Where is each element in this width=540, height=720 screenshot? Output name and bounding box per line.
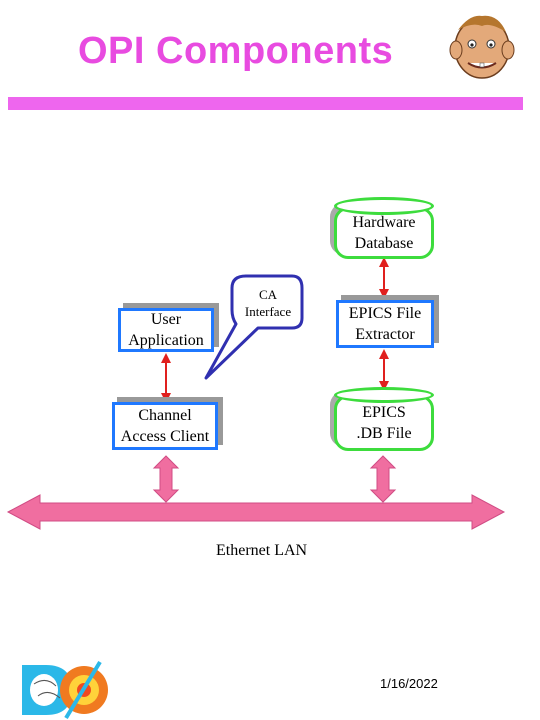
- user-application-line-1: User: [150, 311, 182, 328]
- user-app-to-channel-access-link: [161, 353, 171, 403]
- extractor-to-epics-db-link: [379, 349, 389, 391]
- hardware-database-top: [334, 197, 434, 215]
- dzero-logo-icon: [22, 660, 108, 720]
- page-title: OPI Components: [78, 30, 394, 72]
- user-application-node: User Application: [118, 308, 214, 352]
- channel-access-client-node: Channel Access Client: [112, 402, 218, 450]
- channel-access-lan-link: [152, 455, 180, 503]
- user-application-line-2: Application: [128, 332, 204, 349]
- epics-file-extractor-line-1: EPICS File: [348, 305, 422, 322]
- epics-db-file-line-1: EPICS: [362, 404, 406, 421]
- hardware-db-to-extractor-link: [379, 257, 389, 299]
- epics-file-extractor-line-2: Extractor: [355, 326, 415, 343]
- ca-interface-line-1: CA: [258, 287, 278, 302]
- epics-db-file-node: EPICS .DB File: [334, 395, 434, 451]
- channel-access-line-1: Channel: [138, 407, 192, 424]
- hardware-database-line-2: Database: [354, 235, 414, 252]
- epics-db-file-top: [334, 387, 434, 403]
- epics-db-lan-link: [369, 455, 397, 503]
- epics-db-file-line-2: .DB File: [356, 425, 412, 442]
- ethernet-lan-label: Ethernet LAN: [216, 542, 308, 559]
- ca-interface-label: CA Interface: [234, 286, 302, 320]
- channel-access-line-2: Access Client: [120, 428, 210, 445]
- epics-file-extractor-node: EPICS File Extractor: [336, 300, 434, 348]
- mascot-face-icon: [449, 15, 515, 79]
- slide-date: 1/16/2022: [380, 676, 438, 691]
- ca-interface-line-2: Interface: [244, 304, 292, 319]
- hardware-database-node: Hardware Database: [334, 207, 434, 259]
- title-divider: [8, 97, 523, 110]
- hardware-database-line-1: Hardware: [352, 214, 416, 231]
- ethernet-lan-bus: [6, 494, 506, 530]
